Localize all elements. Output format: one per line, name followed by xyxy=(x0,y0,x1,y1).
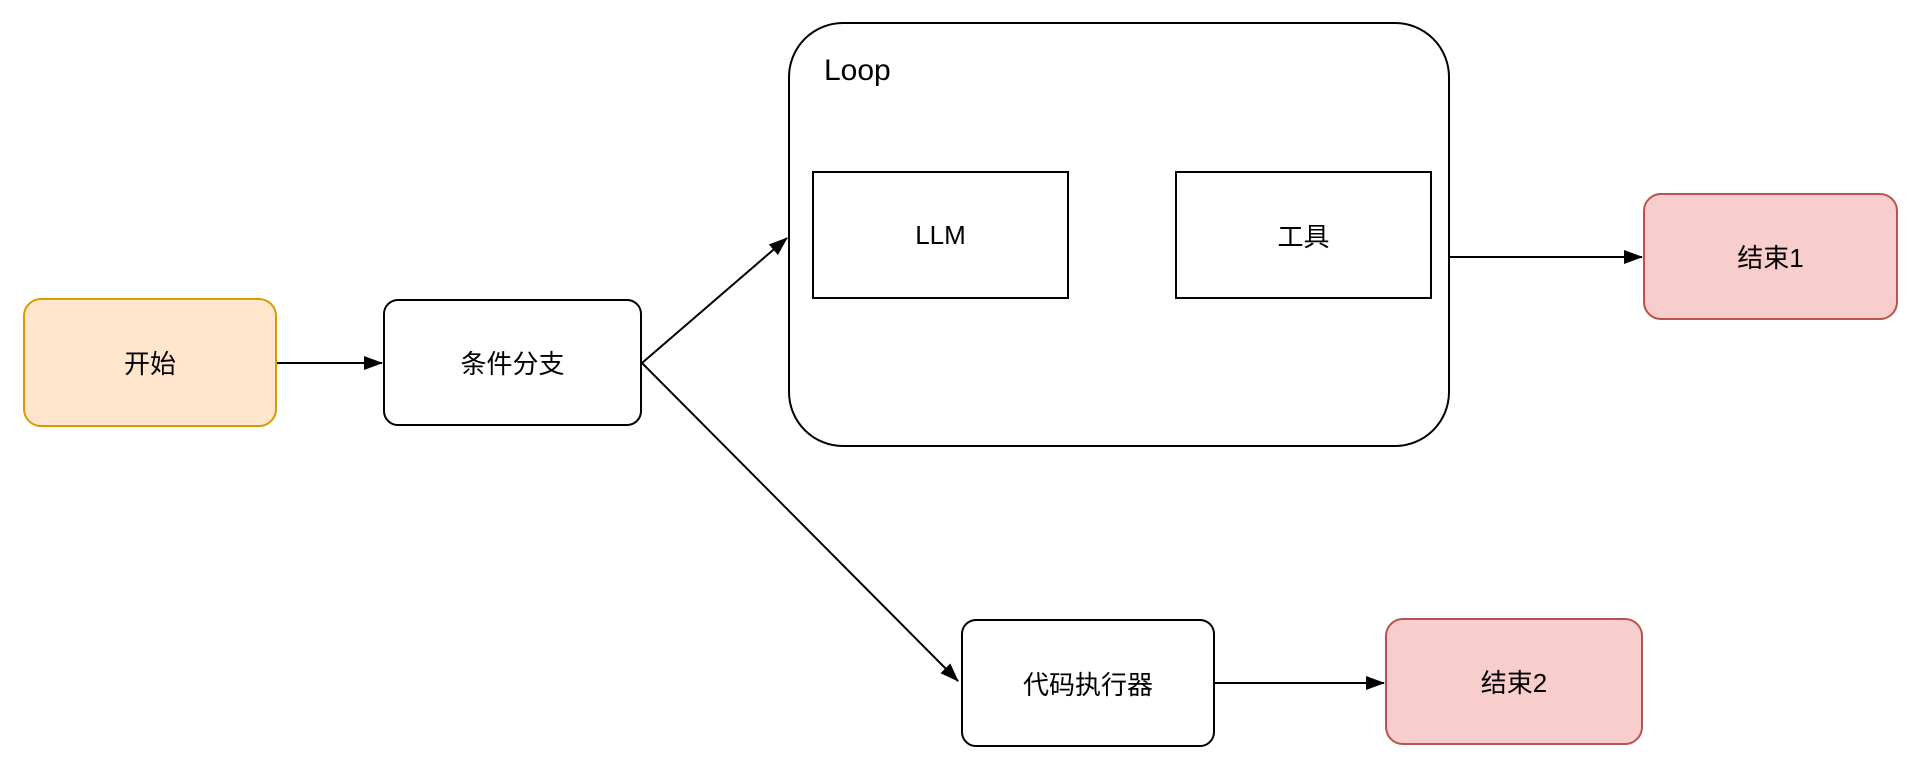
node-code-executor[interactable]: 代码执行器 xyxy=(961,619,1215,747)
node-llm[interactable]: LLM xyxy=(812,171,1069,299)
node-condition-branch[interactable]: 条件分支 xyxy=(383,299,642,426)
node-tool[interactable]: 工具 xyxy=(1175,171,1432,299)
node-end2[interactable]: 结束2 xyxy=(1385,618,1643,745)
node-llm-label: LLM xyxy=(915,219,966,250)
edge-branch-to-code[interactable] xyxy=(641,362,959,682)
loop-container-label: Loop xyxy=(824,54,891,87)
node-end1[interactable]: 结束1 xyxy=(1643,193,1898,320)
node-start-label: 开始 xyxy=(123,349,176,379)
node-start[interactable]: 开始 xyxy=(23,298,277,427)
node-end2-label: 结束2 xyxy=(1480,668,1548,698)
node-end1-label: 结束1 xyxy=(1737,243,1804,273)
edge-branch-to-loop[interactable] xyxy=(641,237,788,364)
node-tool-label: 工具 xyxy=(1277,221,1330,252)
node-condition-branch-label: 条件分支 xyxy=(460,349,565,379)
node-code-executor-label: 代码执行器 xyxy=(1022,669,1153,700)
